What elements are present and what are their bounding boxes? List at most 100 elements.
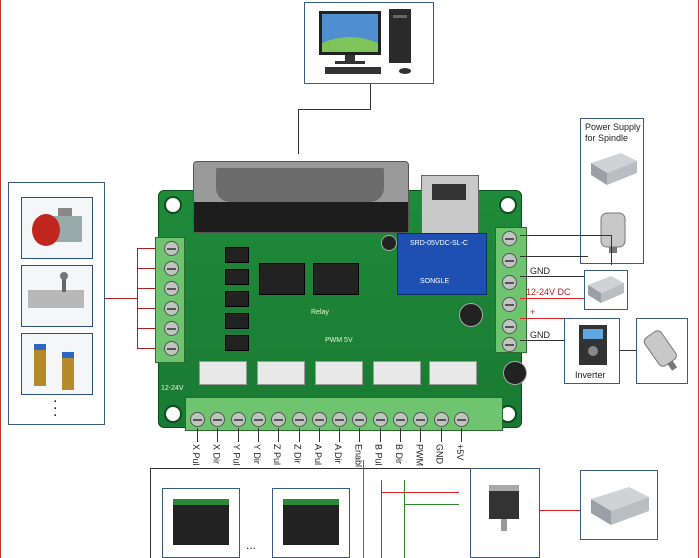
right-terminal-3 — [502, 275, 517, 290]
spindle-supply-box: Power Supply for Spindle — [580, 118, 644, 264]
terminal-label: Z Dir — [292, 444, 303, 464]
bottom-bus-left — [150, 468, 151, 558]
inputs-ellipsis: . — [53, 396, 58, 413]
driver-box-1 — [162, 488, 240, 558]
stepper-motor-image — [489, 485, 519, 531]
header-1 — [199, 361, 247, 385]
stepper-driver-image — [283, 499, 339, 545]
stepper-motor-box — [470, 468, 540, 558]
bottom-terminal-3 — [230, 412, 246, 427]
input-wire-3 — [137, 288, 161, 289]
db25-connector — [193, 161, 409, 233]
terminal-label: PWM — [414, 444, 425, 466]
limit-switch-image — [21, 265, 93, 327]
input-wire-trunk — [105, 298, 137, 299]
bottom-terminal-6 — [291, 412, 307, 427]
wire-enabl — [363, 460, 364, 558]
left-terminal-2 — [164, 261, 179, 276]
input-wire-1 — [137, 248, 161, 249]
voltage-silk-label: 12-24V — [161, 385, 184, 392]
bottom-terminal-14 — [453, 412, 469, 427]
input-wire-2 — [137, 268, 161, 269]
terminal-label: A Pul — [312, 444, 323, 466]
wire-bpul-h — [381, 492, 459, 493]
pc-box — [304, 2, 434, 84]
right-terminal-2 — [502, 253, 517, 268]
terminal-lead-7 — [318, 428, 320, 442]
gnd-label-1: GND — [530, 266, 550, 276]
terminal-label: Enabl — [353, 444, 364, 468]
header-4 — [373, 361, 421, 385]
terminal-label: +5V — [454, 444, 465, 461]
bottom-terminal-5 — [271, 412, 287, 427]
gnd-label-2: GND — [530, 330, 550, 340]
bottom-terminal-2 — [210, 412, 226, 427]
bottom-terminal-4 — [250, 412, 266, 427]
capacitor-3 — [503, 361, 527, 385]
optocoupler-3 — [225, 291, 249, 307]
relay: SRD-05VDC-SL-C SONGLE — [397, 233, 487, 295]
terminal-lead-11 — [400, 428, 401, 442]
bottom-terminal-10 — [372, 412, 388, 427]
terminal-lead-2 — [217, 428, 219, 442]
terminal-lead-13 — [440, 428, 442, 442]
right-wire-1b — [611, 235, 612, 265]
terminal-label: B Pul — [373, 444, 384, 466]
plus-label: + — [530, 307, 536, 317]
inverter-box: Inverter — [564, 318, 620, 384]
wire-bdir-h — [404, 504, 459, 505]
terminal-label: Z Pul — [272, 444, 283, 466]
wire-supply-red — [540, 510, 580, 511]
inverter-image — [579, 325, 607, 365]
pc-wire-v1 — [370, 84, 371, 109]
terminal-label: X Dir — [211, 444, 222, 464]
header-3 — [315, 361, 363, 385]
pc-wire-h — [298, 109, 371, 110]
breakout-board: SRD-05VDC-SL-C SONGLE Relay PWM 5V 12-24… — [155, 161, 527, 431]
spindle-motor-image — [600, 212, 626, 253]
motor-box — [636, 318, 688, 384]
terminal-lead-8 — [339, 428, 341, 442]
frame-left-line — [0, 0, 1, 558]
right-wire-6 — [520, 340, 564, 341]
terminal-lead-3 — [237, 428, 239, 442]
right-wire-5 — [520, 318, 584, 319]
driver-box-2 — [272, 488, 350, 558]
spindle-supply-title-2: for Spindle — [585, 133, 629, 143]
inputs-ellipsis-3: . — [53, 389, 58, 406]
left-terminal-6 — [164, 341, 179, 356]
right-wire-1 — [520, 235, 612, 236]
terminal-label: Y Pul — [231, 444, 242, 466]
right-terminal-4 — [502, 297, 517, 312]
dc-supply-box — [584, 270, 628, 310]
ic-chip-1 — [259, 263, 305, 295]
input-wire-6 — [137, 348, 161, 349]
bottom-bus — [150, 468, 480, 469]
terminal-lead-12 — [420, 428, 422, 442]
bottom-terminal-11 — [393, 412, 408, 427]
inputs-ellipsis-2: . — [53, 403, 58, 420]
optocoupler-1 — [225, 247, 249, 263]
optocoupler-4 — [225, 313, 249, 329]
pwm-silk-label: PWM 5V — [325, 337, 353, 344]
terminal-lead-5 — [278, 428, 280, 442]
relay-silk-label: Relay — [311, 309, 329, 316]
proximity-sensor-image — [21, 333, 93, 395]
inverter-wire — [620, 350, 636, 351]
capacitor-1 — [381, 235, 397, 251]
terminal-label: Y Dir — [251, 444, 262, 464]
right-terminal-6 — [502, 337, 517, 352]
power-supply-image — [591, 153, 637, 185]
left-terminal-1 — [164, 241, 179, 256]
right-terminal-block — [495, 227, 527, 353]
terminal-lead-4 — [257, 428, 259, 442]
bottom-terminal-9 — [352, 412, 368, 427]
input-wire-5 — [137, 328, 161, 329]
left-terminal-5 — [164, 321, 179, 336]
terminal-lead-14 — [460, 428, 462, 442]
wire-bdir — [404, 480, 405, 558]
terminal-lead-1 — [197, 428, 198, 442]
right-terminal-5 — [502, 319, 517, 334]
right-wire-3 — [520, 276, 584, 277]
bottom-terminal-13 — [433, 412, 449, 427]
